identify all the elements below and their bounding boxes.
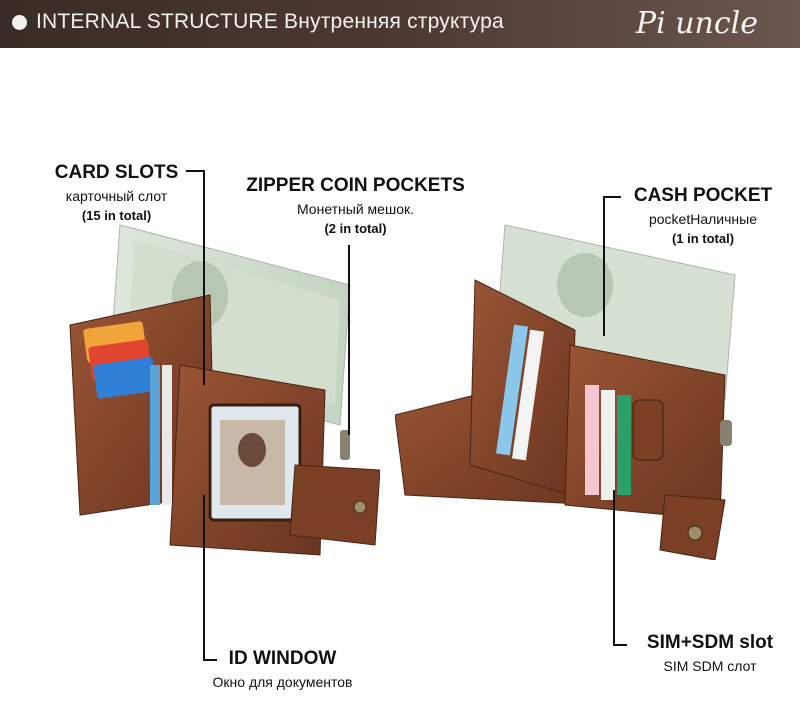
cash-count: (1 in total) bbox=[671, 231, 735, 246]
bullet-icon bbox=[12, 15, 27, 30]
leader-line-id-h bbox=[203, 659, 217, 661]
label-id-window: ID WINDOW Окно для документов bbox=[205, 648, 360, 690]
leader-line-sim-v bbox=[613, 490, 615, 646]
label-card-slots: CARD SLOTS карточный слот (15 in total) bbox=[54, 162, 179, 223]
leader-line-id-v bbox=[203, 495, 205, 661]
leader-line-cash-v bbox=[603, 196, 605, 336]
leader-line-cash-h bbox=[603, 196, 621, 198]
leader-line-zipper bbox=[348, 245, 350, 435]
brand-logo: Pi uncle bbox=[635, 6, 758, 41]
zipper-count: (2 in total) bbox=[324, 221, 387, 236]
id-window-title: ID WINDOW bbox=[228, 648, 337, 669]
card-slots-title: CARD SLOTS bbox=[54, 162, 179, 183]
sim-title: SIM+SDM slot bbox=[646, 632, 774, 653]
cash-sub: pocketНаличные bbox=[648, 211, 757, 227]
zipper-sub: Монетный мешок. bbox=[296, 201, 415, 217]
sim-sub: SIM SDM слот bbox=[663, 658, 757, 674]
wallet-left-image bbox=[69, 224, 380, 556]
label-zipper-coin-pockets: ZIPPER COIN POCKETS Монетный мешок. (2 i… bbox=[238, 175, 473, 236]
wallet-right-image bbox=[395, 224, 736, 560]
label-cash-pocket: CASH POCKET pocketНаличные (1 in total) bbox=[618, 185, 788, 246]
label-sim-sdm-slot: SIM+SDM slot SIM SDM слот bbox=[630, 632, 790, 674]
leader-line-card-slots-h bbox=[186, 170, 204, 172]
card-slots-sub: карточный слот bbox=[65, 188, 168, 204]
leader-line-card-slots-v bbox=[203, 170, 205, 385]
card-slots-count: (15 in total) bbox=[81, 208, 152, 223]
cash-title: CASH POCKET bbox=[633, 185, 773, 206]
header-bar: INTERNAL STRUCTURE Внутренняя структура … bbox=[0, 0, 800, 48]
zipper-title: ZIPPER COIN POCKETS bbox=[246, 175, 465, 196]
id-window-sub: Окно для документов bbox=[212, 674, 353, 690]
page-title: INTERNAL STRUCTURE Внутренняя структура bbox=[36, 10, 504, 33]
leader-line-sim-h bbox=[613, 644, 627, 646]
